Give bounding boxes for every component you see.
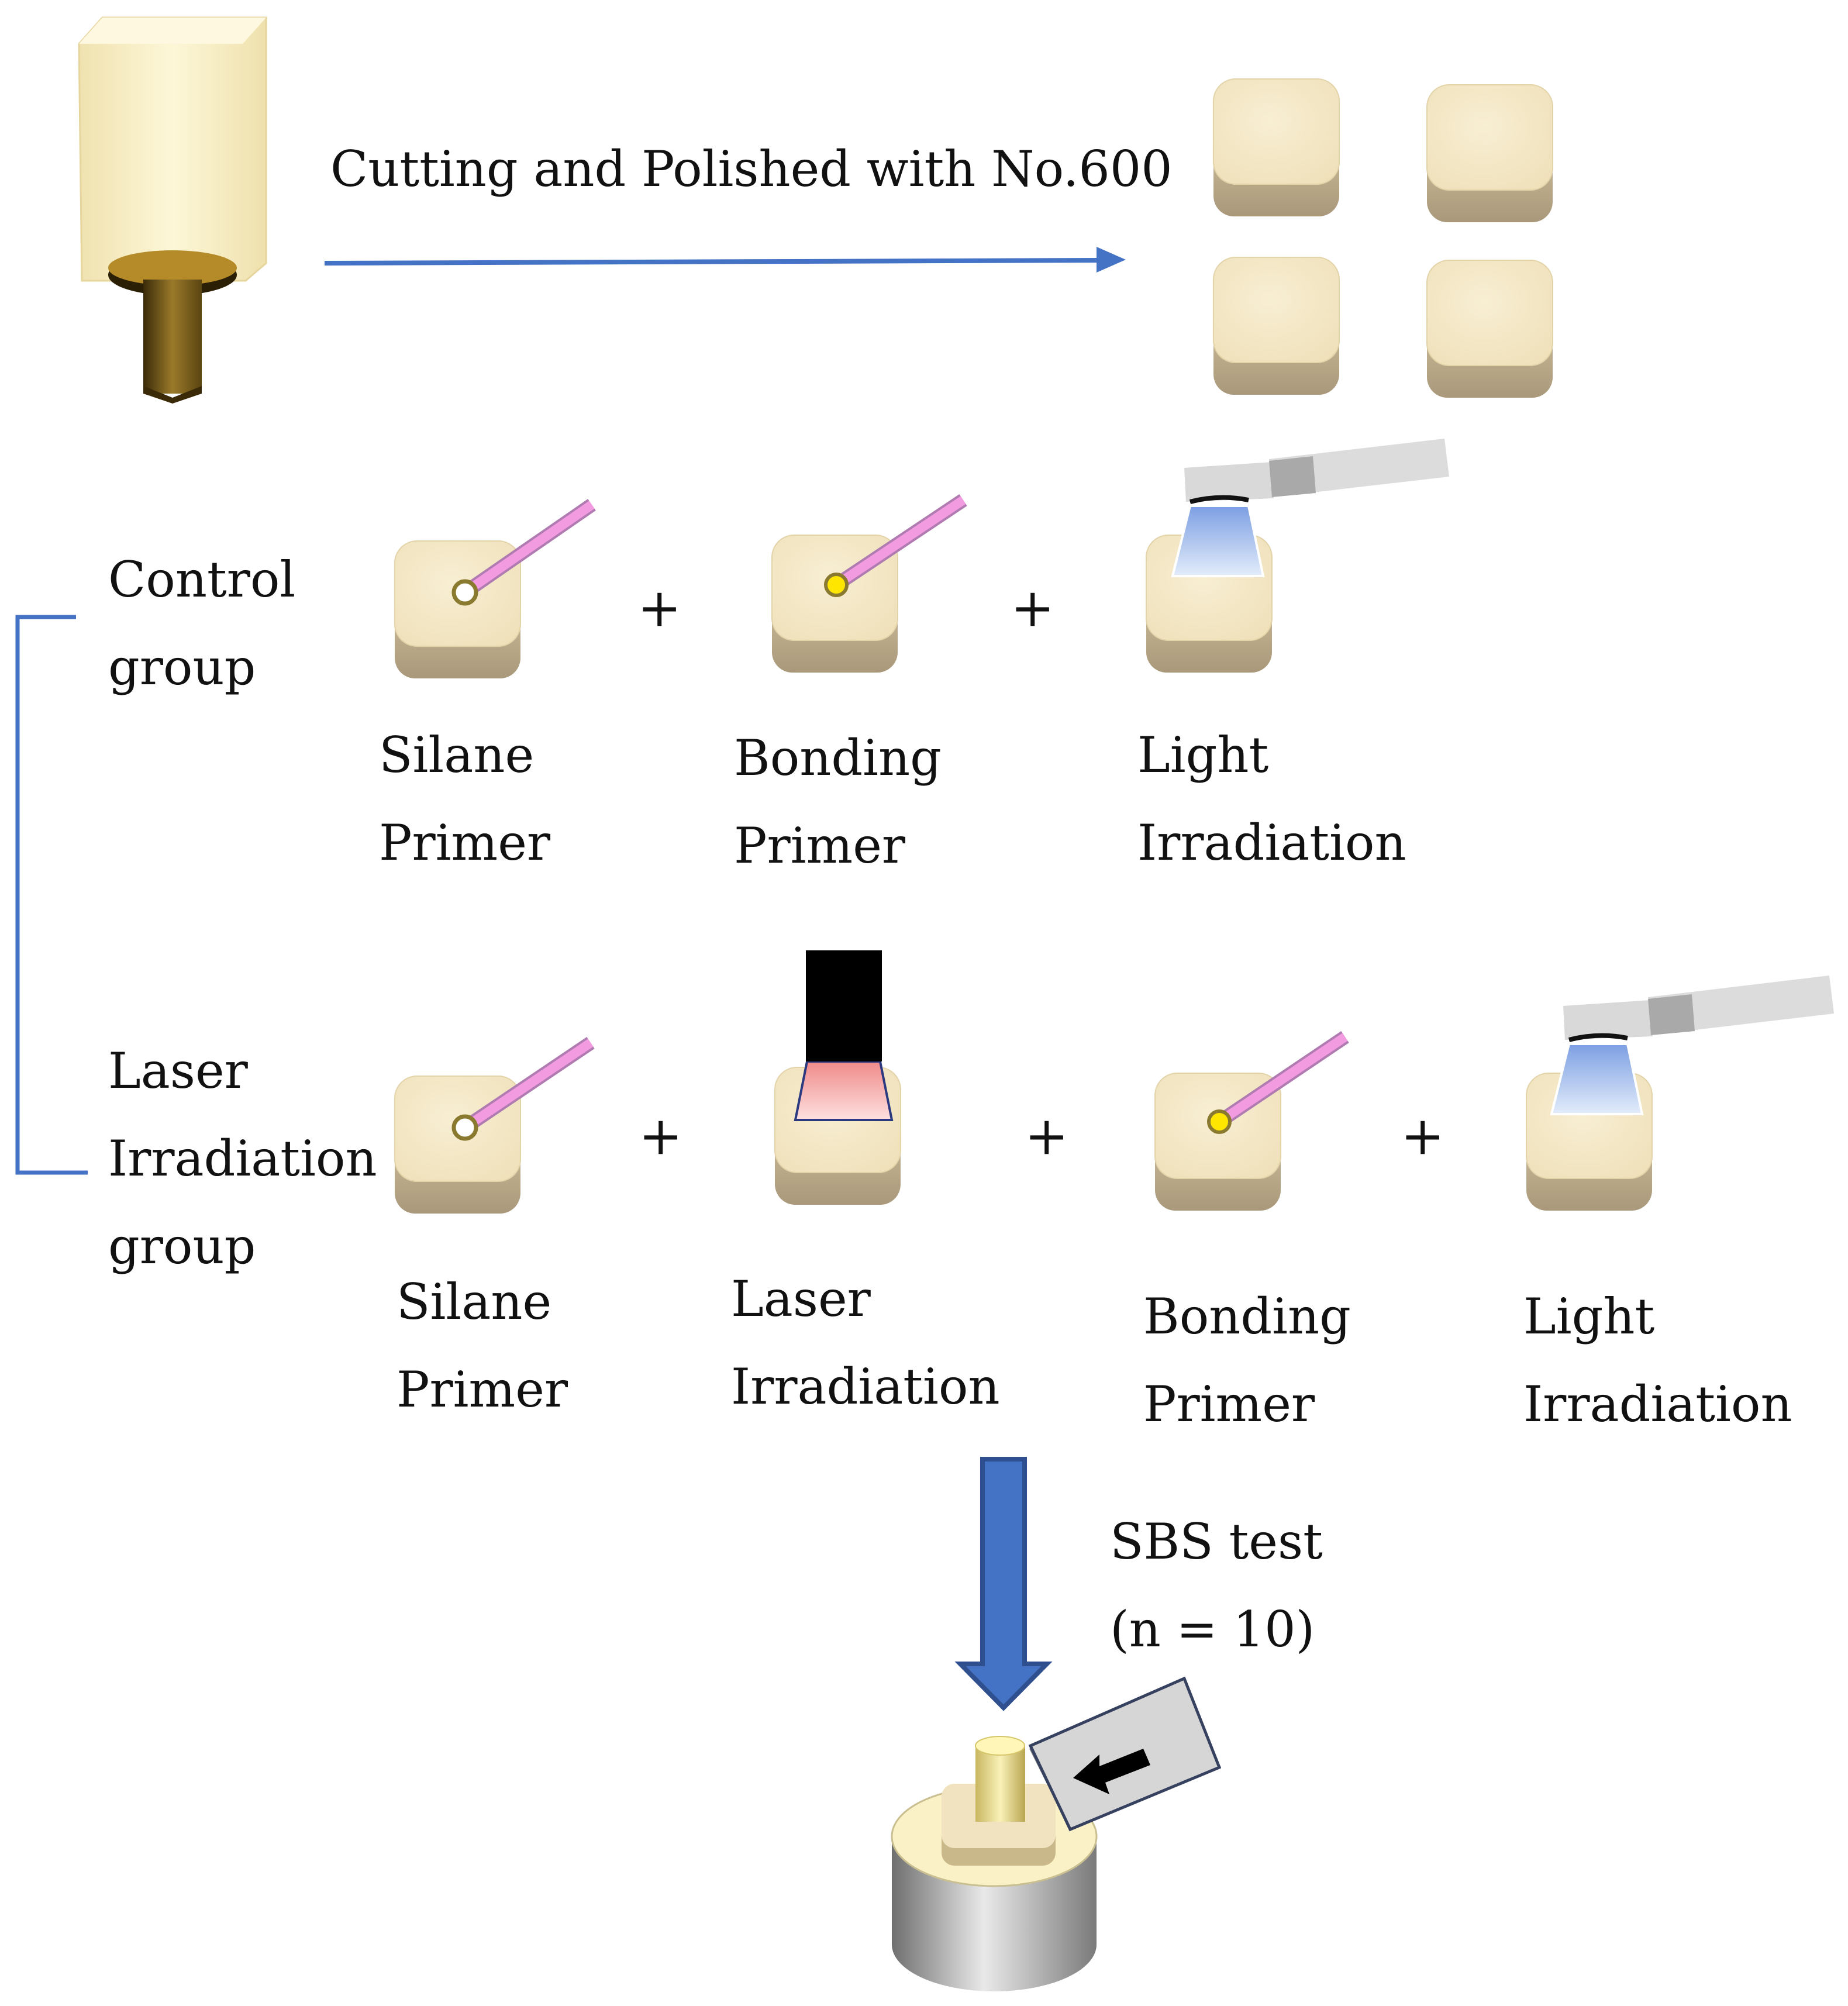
laser-label-line-1: Laser	[108, 1042, 249, 1099]
light-beam	[1550, 1043, 1644, 1115]
laser-silane-step	[394, 1037, 595, 1214]
silane-drop-icon	[451, 1114, 478, 1141]
control-step2-line2: Primer	[734, 817, 906, 874]
curing-light-icon	[1563, 976, 1834, 1042]
laser-step4-line2: Irradiation	[1523, 1376, 1792, 1433]
group-bracket	[15, 615, 88, 1175]
applicator-brush	[1216, 1033, 1348, 1126]
process-arrow	[324, 247, 1126, 273]
applicator-brush	[462, 1039, 594, 1132]
shear-test-jig	[891, 1676, 1222, 1991]
control-step1-line2: Primer	[379, 814, 551, 871]
laser-step1-line2: Primer	[397, 1361, 568, 1418]
laser-bonding-step	[1154, 1031, 1349, 1211]
polished-block-2	[1426, 84, 1553, 223]
laser-step2-line2: Irradiation	[731, 1358, 1000, 1415]
plus-sign: +	[1401, 1105, 1444, 1167]
control-light-step	[1146, 439, 1449, 673]
process-label: Cutting and Polished with No.600	[330, 140, 1173, 198]
control-step3-line1: Light	[1137, 726, 1269, 784]
mandrel-stub	[143, 280, 202, 394]
polished-block-3	[1213, 257, 1340, 395]
load-direction-arrow-icon	[1073, 1749, 1150, 1794]
control-step3-line2: Irradiation	[1137, 814, 1406, 871]
sbs-test-line2: (n = 10)	[1110, 1601, 1315, 1658]
bonding-drop-icon	[824, 573, 849, 597]
plus-sign: +	[639, 1105, 682, 1167]
control-silane-step	[394, 499, 596, 679]
control-label-line-1: Control	[108, 551, 295, 608]
curing-light-icon	[1184, 439, 1449, 504]
laser-irradiation-step	[774, 950, 901, 1205]
laser-step2-line1: Laser	[731, 1270, 871, 1328]
plus-sign: +	[1011, 577, 1054, 639]
laser-group-label: Laser Irradiation group	[108, 1042, 377, 1275]
resin-post	[975, 1746, 1025, 1822]
laser-step4-line1: Light	[1523, 1288, 1655, 1345]
control-bonding-step	[771, 494, 967, 673]
laser-head-icon	[806, 950, 882, 1061]
control-label-line-2: group	[108, 639, 256, 696]
laser-step3-line2: Primer	[1143, 1376, 1315, 1433]
shear-blade	[1028, 1676, 1222, 1832]
polished-block-4	[1426, 260, 1553, 398]
laser-light-step	[1526, 976, 1834, 1211]
laser-label-line-3: group	[108, 1218, 256, 1275]
laser-label-line-2: Irradiation	[108, 1130, 377, 1187]
light-beam	[1171, 505, 1265, 577]
silane-drop-icon	[451, 579, 478, 606]
control-group-label: Control group	[108, 551, 295, 696]
laser-step1-line1: Silane	[397, 1273, 551, 1331]
polished-block-1	[1213, 78, 1340, 217]
down-arrow	[954, 1457, 1053, 1711]
laser-step3-line1: Bonding	[1143, 1288, 1351, 1345]
ceramic-ingot	[78, 16, 267, 404]
plus-sign: +	[637, 577, 681, 639]
sbs-test-line1: SBS test	[1110, 1513, 1323, 1570]
applicator-brush	[833, 496, 966, 589]
laser-beam	[794, 1060, 894, 1121]
control-step2-line1: Bonding	[734, 729, 942, 787]
control-step1-line1: Silane	[379, 726, 534, 784]
plus-sign: +	[1025, 1105, 1068, 1167]
bonding-drop-icon	[1207, 1109, 1232, 1134]
